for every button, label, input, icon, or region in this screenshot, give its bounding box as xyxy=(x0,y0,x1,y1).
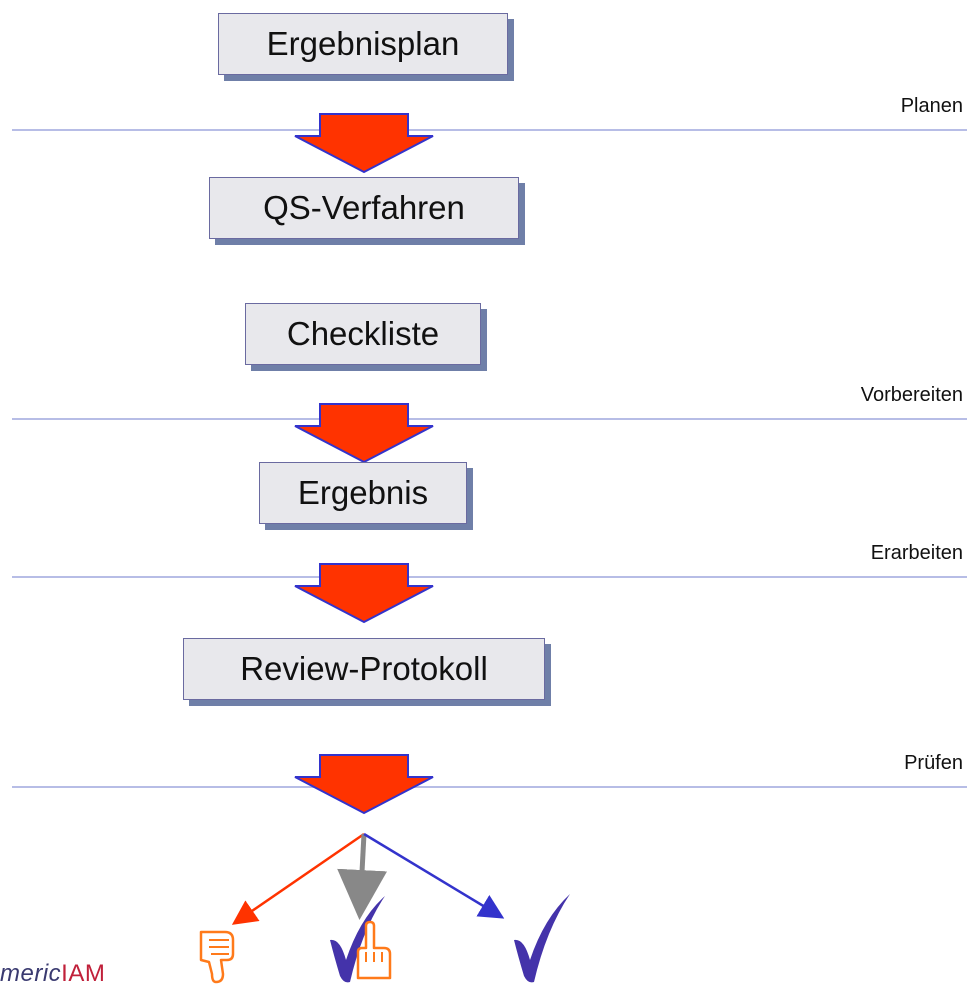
artifact-box-checkliste: Checkliste xyxy=(245,303,481,365)
phase-line-pruefen xyxy=(12,786,967,788)
check-icon xyxy=(514,894,570,983)
artifact-box-ergebnisplan: Ergebnisplan xyxy=(218,13,508,75)
artifact-box-review-protokoll: Review-Protokoll xyxy=(183,638,545,700)
phase-line-vorbereiten xyxy=(12,418,967,420)
reject-branch-line xyxy=(231,832,365,925)
phase-line-erarbeiten xyxy=(12,576,967,578)
thumbs-down-icon xyxy=(199,930,235,984)
artifact-box-qs-verfahren: QS-Verfahren xyxy=(209,177,519,239)
flow-arrow-1 xyxy=(294,113,434,174)
conditional-branch-line xyxy=(337,833,388,920)
logo-text-prefix: meric xyxy=(0,960,62,987)
logo-text-accent: IAM xyxy=(61,960,106,987)
accept-branch-line xyxy=(363,832,505,919)
flow-arrow-2 xyxy=(294,403,434,464)
artifact-box-ergebnis: Ergebnis xyxy=(259,462,467,524)
flow-arrow-4 xyxy=(294,754,434,815)
flow-arrow-3 xyxy=(294,563,434,624)
phase-label-vorbereiten: Vorbereiten xyxy=(860,384,963,406)
check-with-finger-icon xyxy=(330,896,392,983)
phase-line-planen xyxy=(12,129,967,131)
phase-label-pruefen: Prüfen xyxy=(904,752,963,774)
company-logo: mericIAM xyxy=(0,960,105,988)
phase-label-erarbeiten: Erarbeiten xyxy=(870,542,963,564)
phase-label-planen: Planen xyxy=(900,95,963,117)
